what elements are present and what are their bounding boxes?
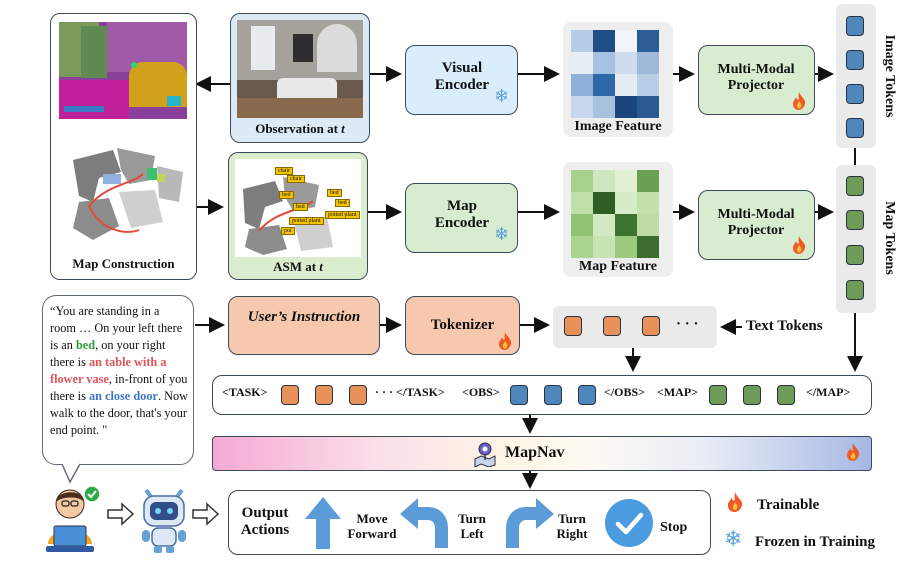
observation-caption: Observation at t — [255, 121, 345, 136]
map-encoder-label: Map Encoder — [434, 198, 490, 232]
asm-map-image: chair chair bed bed bed potted plant pot… — [235, 159, 361, 257]
task-close-tag: · · · </TASK> — [375, 385, 445, 399]
text-token — [603, 316, 621, 336]
action-stop: Stop — [660, 520, 688, 535]
map-token — [846, 176, 864, 196]
person-laptop-icon — [40, 484, 106, 554]
mapnav-label: MapNav — [505, 444, 565, 461]
check-icon — [604, 498, 654, 548]
instruction-bubble — [42, 295, 194, 465]
visual-encoder-label: Visual Encoder — [434, 60, 490, 94]
snowflake-icon: ❄ — [494, 224, 510, 244]
map-token — [846, 210, 864, 230]
asm-tag: bed — [335, 199, 350, 207]
legend-trainable: Trainable — [757, 497, 820, 513]
map-feature-label: Map Feature — [579, 259, 657, 274]
map-open-tag: <MAP> — [657, 385, 698, 399]
action-move-forward: Move Forward — [347, 511, 397, 541]
map-token — [846, 245, 864, 265]
users-instruction-box — [228, 296, 380, 355]
token-sequence-bar — [212, 375, 872, 415]
asm-tag: bed — [279, 191, 294, 199]
asm-tag: potted plant — [289, 217, 324, 225]
image-tokens-label: Image Tokens — [882, 34, 897, 118]
map-encoder-box — [405, 183, 518, 253]
asm-tag: potted plant — [325, 211, 360, 219]
mapnav-logo-icon — [473, 441, 497, 467]
image-token — [846, 50, 864, 70]
obs-close-tag: </OBS> — [604, 385, 646, 399]
sequence-image-token — [510, 385, 528, 405]
image-projector-label: Multi-Modal Projector — [717, 62, 795, 94]
sequence-image-token — [544, 385, 562, 405]
map-projector-label: Multi-Modal Projector — [717, 207, 795, 239]
asm-tag: bed — [293, 203, 308, 211]
snowflake-icon: ❄ — [724, 526, 743, 551]
action-turn-left: Turn Left — [458, 511, 486, 541]
legend-frozen: Frozen in Training — [755, 534, 876, 550]
map-close-tag: </MAP> — [806, 385, 851, 399]
arrow-up-icon — [303, 495, 343, 551]
semantic-observation-image — [59, 22, 187, 119]
fire-icon — [727, 492, 743, 512]
robot-icon — [136, 484, 192, 554]
map-construction-caption: Map Construction — [72, 256, 175, 271]
instruction-segment: an table with a flower vase — [50, 355, 167, 386]
sequence-image-token — [578, 385, 596, 405]
top-down-map-image — [59, 132, 187, 252]
fire-icon — [498, 332, 512, 350]
sequence-text-token — [281, 385, 299, 405]
image-token — [846, 16, 864, 36]
asm-tag: pot — [281, 227, 295, 235]
asm-tag: chair — [287, 175, 305, 183]
sequence-map-token — [777, 385, 795, 405]
text-tokens-ellipsis: · · · — [676, 316, 699, 332]
fire-icon — [846, 443, 860, 461]
text-token — [564, 316, 582, 336]
asm-tag: chair — [275, 167, 293, 175]
instruction-segment: “You are standing in a room … On your le… — [50, 304, 183, 352]
text-tokens-label: Text Tokens — [746, 318, 823, 334]
sequence-map-token — [743, 385, 761, 405]
snowflake-icon: ❄ — [494, 86, 510, 106]
asm-tag: bed — [327, 189, 342, 197]
fire-icon — [792, 236, 806, 254]
instruction-segment: an close door — [88, 389, 158, 403]
instruction-segment: bed — [75, 338, 96, 352]
observation-image — [237, 20, 363, 118]
image-feature-label: Image Feature — [574, 119, 662, 134]
fire-icon — [792, 92, 806, 110]
map-feature-grid — [571, 170, 659, 258]
mapnav-bar — [212, 436, 872, 471]
output-actions-title: Output Actions — [240, 505, 290, 539]
sequence-text-token — [315, 385, 333, 405]
task-open-tag: <TASK> — [222, 385, 268, 399]
action-turn-right: Turn Right — [556, 511, 588, 541]
image-token — [846, 84, 864, 104]
map-tokens-label: Map Tokens — [882, 201, 897, 275]
instruction-text: “You are standing in a room … On your le… — [50, 303, 188, 439]
text-token — [642, 316, 660, 336]
image-feature-grid — [571, 30, 659, 118]
asm-caption: ASM at t — [273, 259, 323, 274]
tokenizer-label: Tokenizer — [430, 317, 495, 333]
users-instruction-label: User’s Instruction — [247, 309, 361, 325]
turn-right-icon — [500, 496, 556, 550]
sequence-map-token — [709, 385, 727, 405]
instruction-segment: . Now walk to the door, that's your end … — [50, 389, 188, 437]
instruction-segment: , on your right there is — [50, 338, 166, 369]
sequence-text-token — [349, 385, 367, 405]
obs-open-tag: <OBS> — [462, 385, 500, 399]
instruction-segment: , in-front of you there is — [50, 372, 188, 403]
turn-left-icon — [398, 496, 454, 550]
image-token — [846, 118, 864, 138]
visual-encoder-box — [405, 45, 518, 115]
map-token — [846, 280, 864, 300]
